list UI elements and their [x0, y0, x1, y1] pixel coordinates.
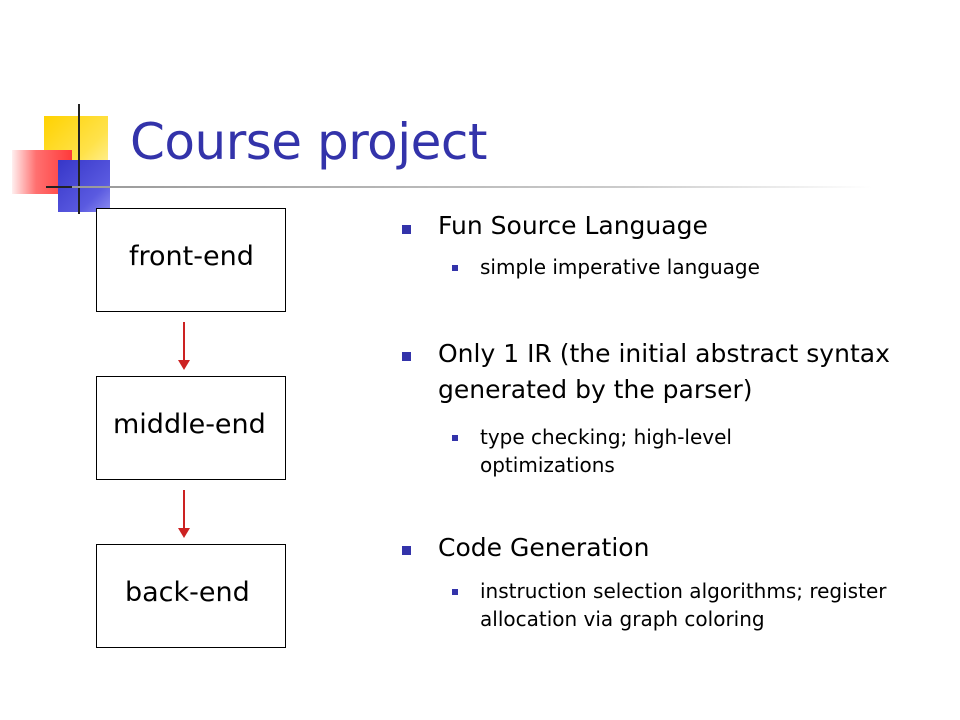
down-arrow-icon: [178, 490, 190, 538]
slide-title: Course project: [130, 113, 488, 171]
down-arrow-icon: [178, 322, 190, 370]
sub-bullet-square-icon: [452, 589, 458, 595]
bullet-square-icon: [402, 546, 411, 555]
sub-bullet-text: instruction selection algorithms; regist…: [480, 579, 887, 631]
sub-bullet-square-icon: [452, 435, 458, 441]
sub-bullet-text: simple imperative language: [480, 255, 760, 279]
sub-bullet-text: type checking; high-level optimizations: [480, 425, 732, 477]
bullet-text: Code Generation: [438, 533, 650, 562]
pipeline-box-label: front-end: [129, 241, 254, 272]
pipeline-box-back-end: back-end: [96, 544, 286, 648]
bullet-square-icon: [402, 352, 411, 361]
pipeline-box-middle-end: middle-end: [96, 376, 286, 480]
title-underline: [72, 186, 872, 188]
pipeline-box-label: back-end: [125, 577, 250, 608]
pipeline-box-front-end: front-end: [96, 208, 286, 312]
bullet-square-icon: [402, 225, 411, 234]
pipeline-box-label: middle-end: [113, 409, 266, 440]
logo-vertical-line: [78, 104, 80, 214]
bullet-text: Only 1 IR (the initial abstract syntax g…: [438, 339, 890, 404]
bullet-text: Fun Source Language: [438, 211, 708, 240]
sub-bullet-square-icon: [452, 265, 458, 271]
